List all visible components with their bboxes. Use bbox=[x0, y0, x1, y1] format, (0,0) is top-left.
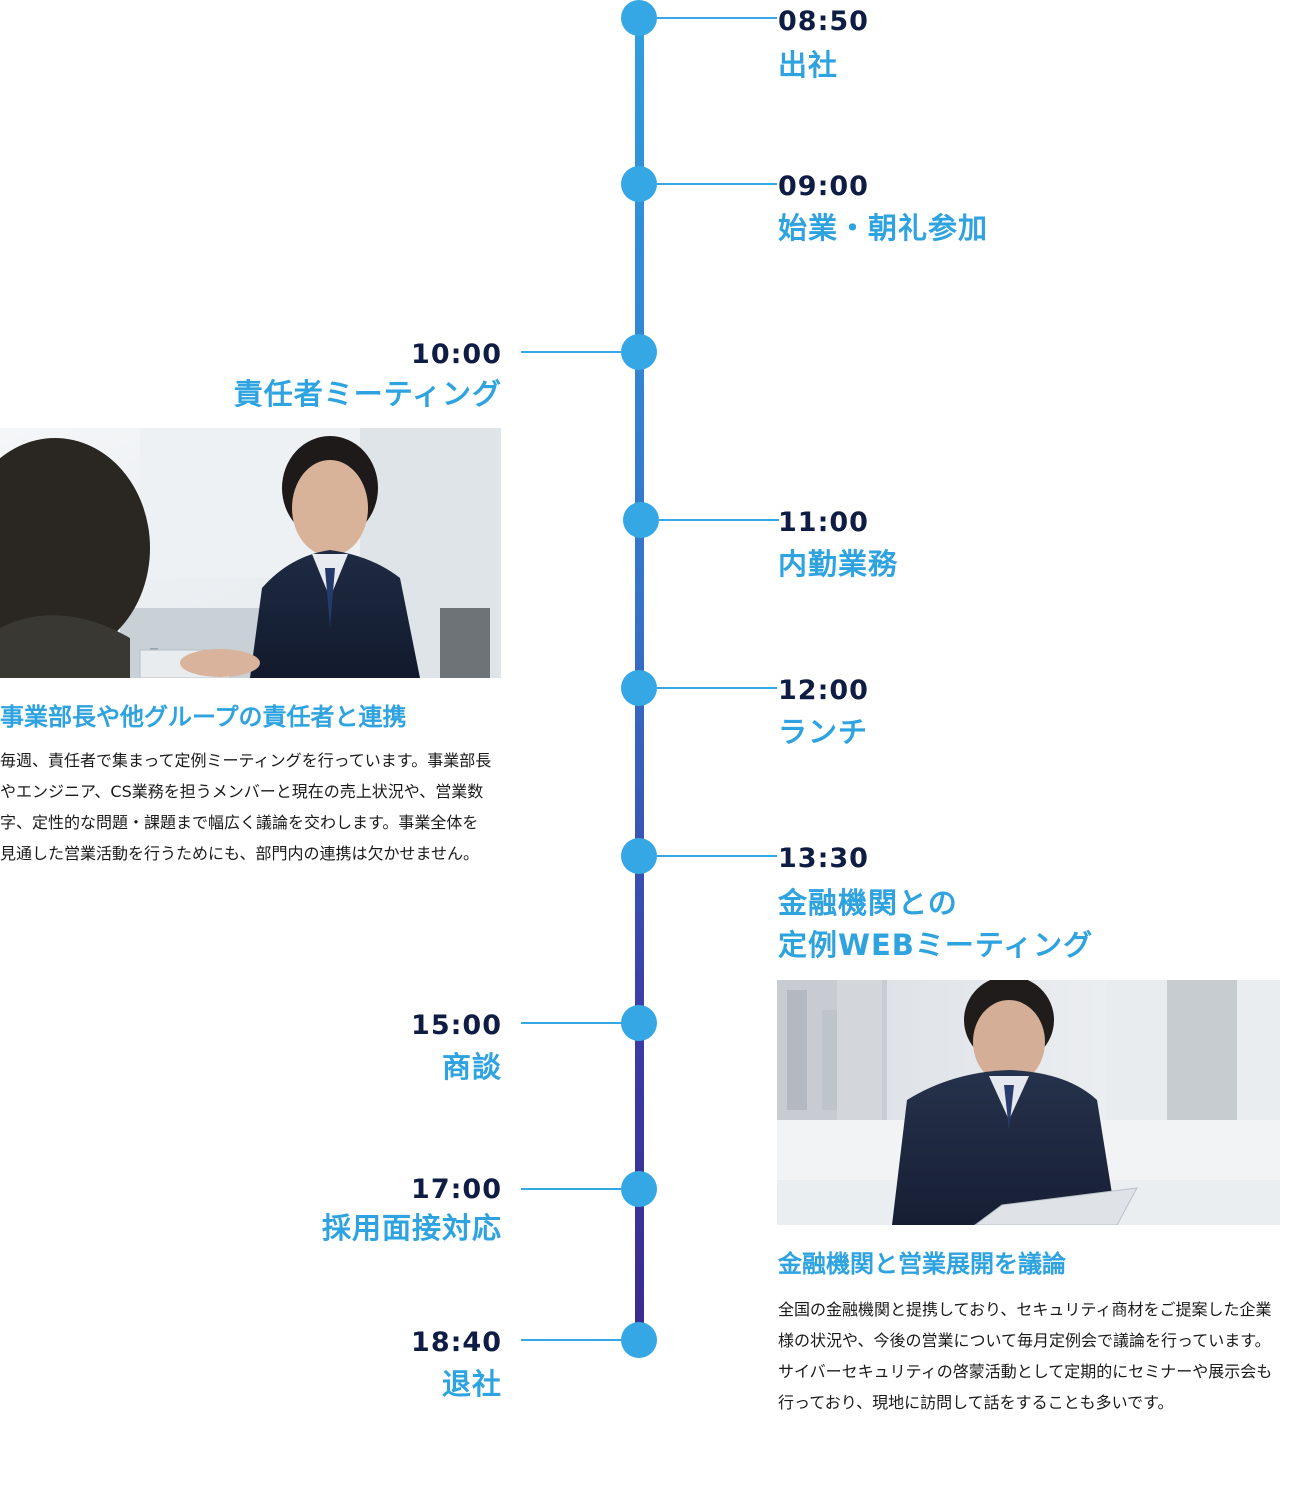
time-label: 08:50 bbox=[778, 6, 869, 37]
event-title: 出社 bbox=[778, 48, 839, 82]
timeline-dot bbox=[621, 670, 657, 706]
timeline-connector bbox=[657, 17, 777, 19]
meeting-photo-image bbox=[0, 428, 501, 678]
meeting-card-text: 毎週、責任者で集まって定例ミーティングを行っています。事業部長やエンジニア、CS… bbox=[0, 751, 492, 863]
timeline-dot bbox=[621, 166, 657, 202]
timeline-connector bbox=[657, 183, 777, 185]
bank-card-title: 金融機関と営業展開を議論 bbox=[778, 1250, 1066, 1278]
time-label: 12:00 bbox=[778, 675, 869, 706]
timeline-dot bbox=[623, 502, 659, 538]
event-title: 始業・朝礼参加 bbox=[778, 211, 989, 245]
event-title: ランチ bbox=[778, 715, 869, 749]
time-label: 09:00 bbox=[778, 171, 869, 202]
timeline-connector bbox=[521, 351, 623, 353]
time-label: 10:00 bbox=[411, 339, 502, 370]
event-title: 商談 bbox=[441, 1050, 502, 1084]
event-title: 退社 bbox=[441, 1367, 502, 1401]
event-title: 採用面接対応 bbox=[321, 1211, 502, 1245]
event-title: 責任者ミーティング bbox=[233, 377, 502, 411]
timeline-dot bbox=[621, 334, 657, 370]
timeline-dot bbox=[621, 1005, 657, 1041]
time-label: 15:00 bbox=[411, 1010, 502, 1041]
meeting-photo bbox=[0, 428, 501, 678]
time-label: 17:00 bbox=[411, 1174, 502, 1205]
timeline-dot bbox=[621, 1171, 657, 1207]
bank-card-text: 全国の金融機関と提携しており、セキュリティ商材をご提案した企業様の状況や、今後の… bbox=[778, 1300, 1273, 1412]
meeting-card-title: 事業部長や他グループの責任者と連携 bbox=[0, 703, 407, 731]
bank-meeting-photo bbox=[777, 980, 1280, 1225]
event-title: 内勤業務 bbox=[778, 547, 899, 581]
time-label: 18:40 bbox=[411, 1327, 502, 1358]
timeline-connector bbox=[521, 1188, 623, 1190]
timeline-dot bbox=[621, 0, 657, 36]
timeline-connector bbox=[521, 1022, 623, 1024]
time-label: 13:30 bbox=[778, 843, 869, 874]
timeline-dot bbox=[621, 838, 657, 874]
timeline-connector bbox=[521, 1339, 623, 1341]
event-title-line1: 金融機関との bbox=[778, 886, 958, 920]
time-label: 11:00 bbox=[778, 507, 869, 538]
bank-meeting-photo-image bbox=[777, 980, 1280, 1225]
timeline-dot bbox=[621, 1322, 657, 1358]
event-title-line2: 定例WEBミーティング bbox=[778, 928, 1094, 962]
timeline-connector bbox=[657, 855, 777, 857]
timeline-connector bbox=[659, 519, 779, 521]
timeline-connector bbox=[657, 687, 777, 689]
